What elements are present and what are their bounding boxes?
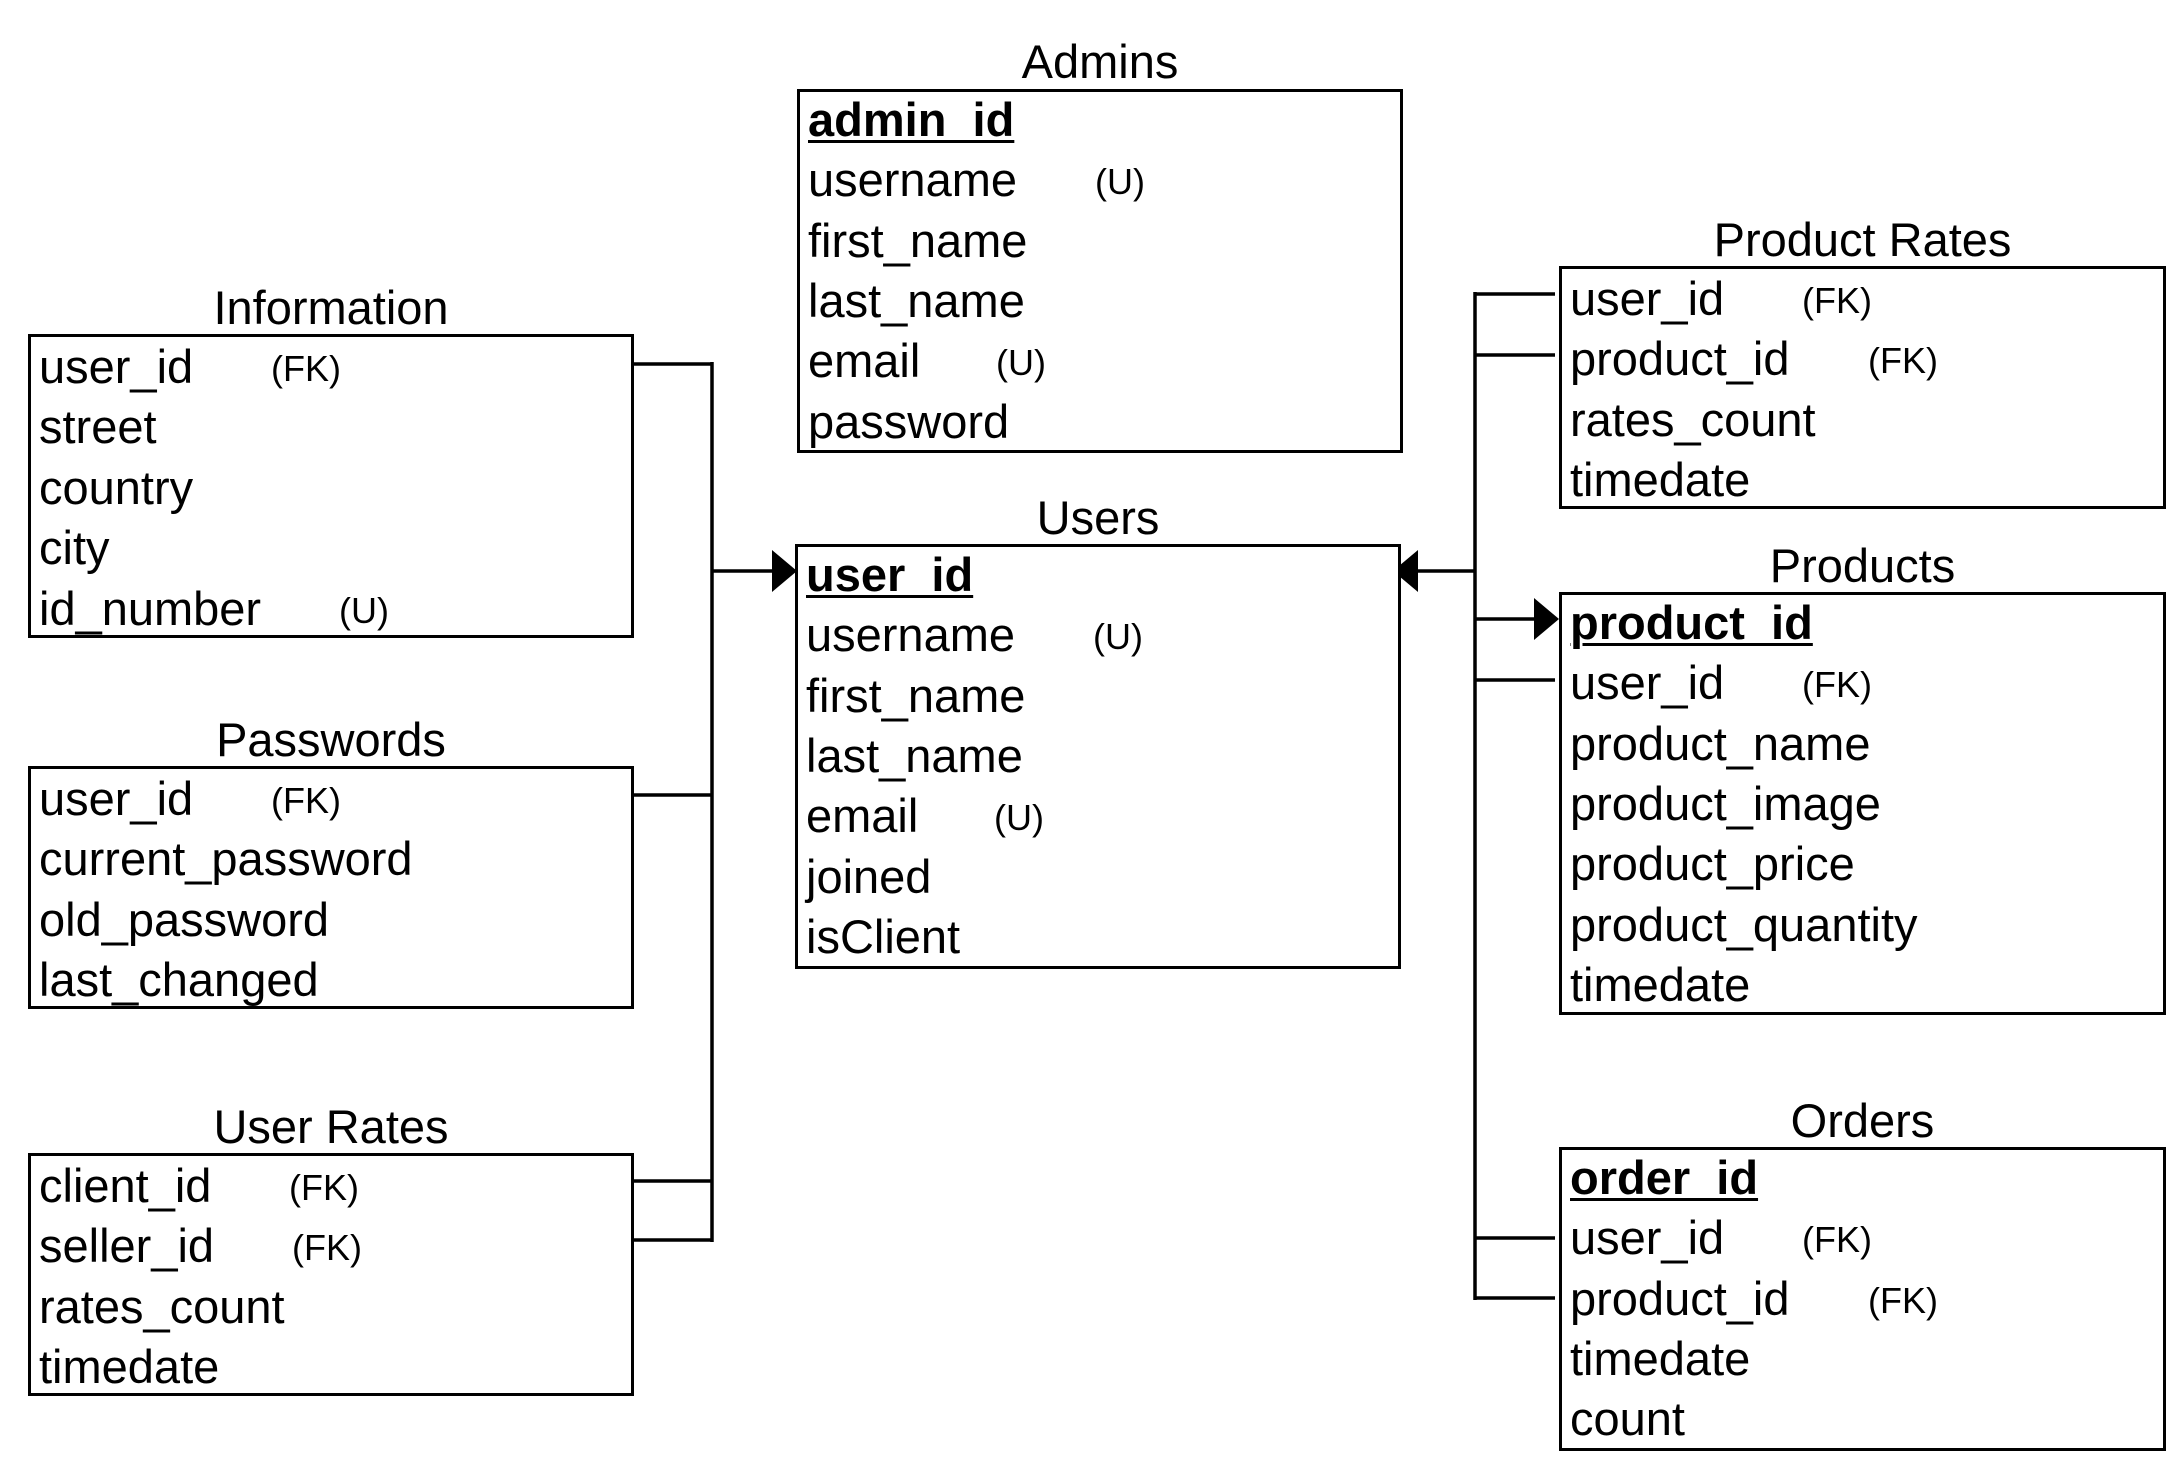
field-first-name: first_name <box>808 214 1028 267</box>
fk-badge: (FK) <box>1802 664 1872 705</box>
field-street: street <box>39 400 157 453</box>
field-email: email <box>808 334 921 387</box>
field-product-id: product_id <box>1570 596 1813 649</box>
field-product-image: product_image <box>1570 777 1881 830</box>
entity-title-product-rates: Product Rates <box>1713 213 2012 266</box>
field-city: city <box>39 521 110 574</box>
field-count: count <box>1570 1392 1685 1445</box>
field-user-id: user_id <box>39 772 194 825</box>
fk-badge: (FK) <box>292 1227 362 1268</box>
entity-admins: admin_id username (U) first_name last_na… <box>797 89 1403 453</box>
entity-title-orders: Orders <box>1790 1094 1935 1147</box>
field-last-name: last_name <box>806 729 1023 782</box>
field-email: email <box>806 789 919 842</box>
field-user-id: user_id <box>1570 656 1725 709</box>
field-rates-count: rates_count <box>1570 393 1816 446</box>
field-current-password: current_password <box>39 832 413 885</box>
fk-badge: (FK) <box>1802 280 1872 321</box>
entity-title-products: Products <box>1769 539 1956 592</box>
field-joined: joined <box>806 850 932 903</box>
entity-orders: order_id user_id (FK) product_id (FK) ti… <box>1559 1147 2166 1451</box>
entity-user-rates: client_id (FK) seller_id (FK) rates_coun… <box>28 1153 634 1396</box>
field-old-password: old_password <box>39 893 330 946</box>
field-product-name: product_name <box>1570 717 1871 770</box>
field-rates-count: rates_count <box>39 1280 285 1333</box>
entity-product-rates: user_id (FK) product_id (FK) rates_count… <box>1559 266 2166 509</box>
field-first-name: first_name <box>806 669 1026 722</box>
field-product-id: product_id <box>1570 1272 1790 1325</box>
entity-users: user_id username (U) first_name last_nam… <box>795 544 1401 969</box>
entity-title-user-rates: User Rates <box>213 1100 449 1153</box>
unique-badge: (U) <box>339 590 389 631</box>
fk-badge: (FK) <box>271 780 341 821</box>
field-last-name: last_name <box>808 274 1025 327</box>
fk-badge: (FK) <box>1868 1280 1938 1321</box>
field-timedate: timedate <box>1570 1332 1751 1385</box>
field-last-changed: last_changed <box>39 953 319 1006</box>
field-timedate: timedate <box>1570 958 1751 1011</box>
entity-information: user_id (FK) street country city id_numb… <box>28 334 634 638</box>
field-seller-id: seller_id <box>39 1219 215 1272</box>
field-id-number: id_number <box>39 582 262 635</box>
field-user-id: user_id <box>806 548 974 601</box>
field-admin-id: admin_id <box>808 93 1015 146</box>
unique-badge: (U) <box>1093 616 1143 657</box>
field-timedate: timedate <box>1570 453 1751 506</box>
fk-badge: (FK) <box>1868 340 1938 381</box>
field-product-price: product_price <box>1570 837 1855 890</box>
field-user-id: user_id <box>1570 272 1725 325</box>
entity-title-admins: Admins <box>1021 35 1179 88</box>
entity-products: product_id user_id (FK) product_name pro… <box>1559 592 2166 1015</box>
fk-badge: (FK) <box>1802 1219 1872 1260</box>
entity-passwords: user_id (FK) current_password old_passwo… <box>28 766 634 1009</box>
field-timedate: timedate <box>39 1340 220 1393</box>
field-order-id: order_id <box>1570 1151 1759 1204</box>
unique-badge: (U) <box>1095 161 1145 202</box>
field-client-id: client_id <box>39 1159 212 1212</box>
field-username: username <box>806 608 1015 661</box>
unique-badge: (U) <box>996 342 1046 383</box>
field-country: country <box>39 461 194 514</box>
unique-badge: (U) <box>994 797 1044 838</box>
arrowhead-users-left <box>772 550 797 592</box>
entity-title-passwords: Passwords <box>216 713 446 766</box>
entity-title-users: Users <box>1036 491 1160 544</box>
field-user-id: user_id <box>39 340 194 393</box>
arrowhead-products <box>1534 598 1559 640</box>
field-product-id: product_id <box>1570 332 1790 385</box>
field-user-id: user_id <box>1570 1211 1725 1264</box>
field-isclient: isClient <box>806 910 961 963</box>
field-username: username <box>808 153 1017 206</box>
field-password: password <box>808 395 1010 448</box>
field-product-quantity: product_quantity <box>1570 898 1918 951</box>
arrowhead-users-right <box>1393 550 1418 592</box>
fk-badge: (FK) <box>289 1167 359 1208</box>
fk-badge: (FK) <box>271 348 341 389</box>
entity-title-information: Information <box>213 281 449 334</box>
